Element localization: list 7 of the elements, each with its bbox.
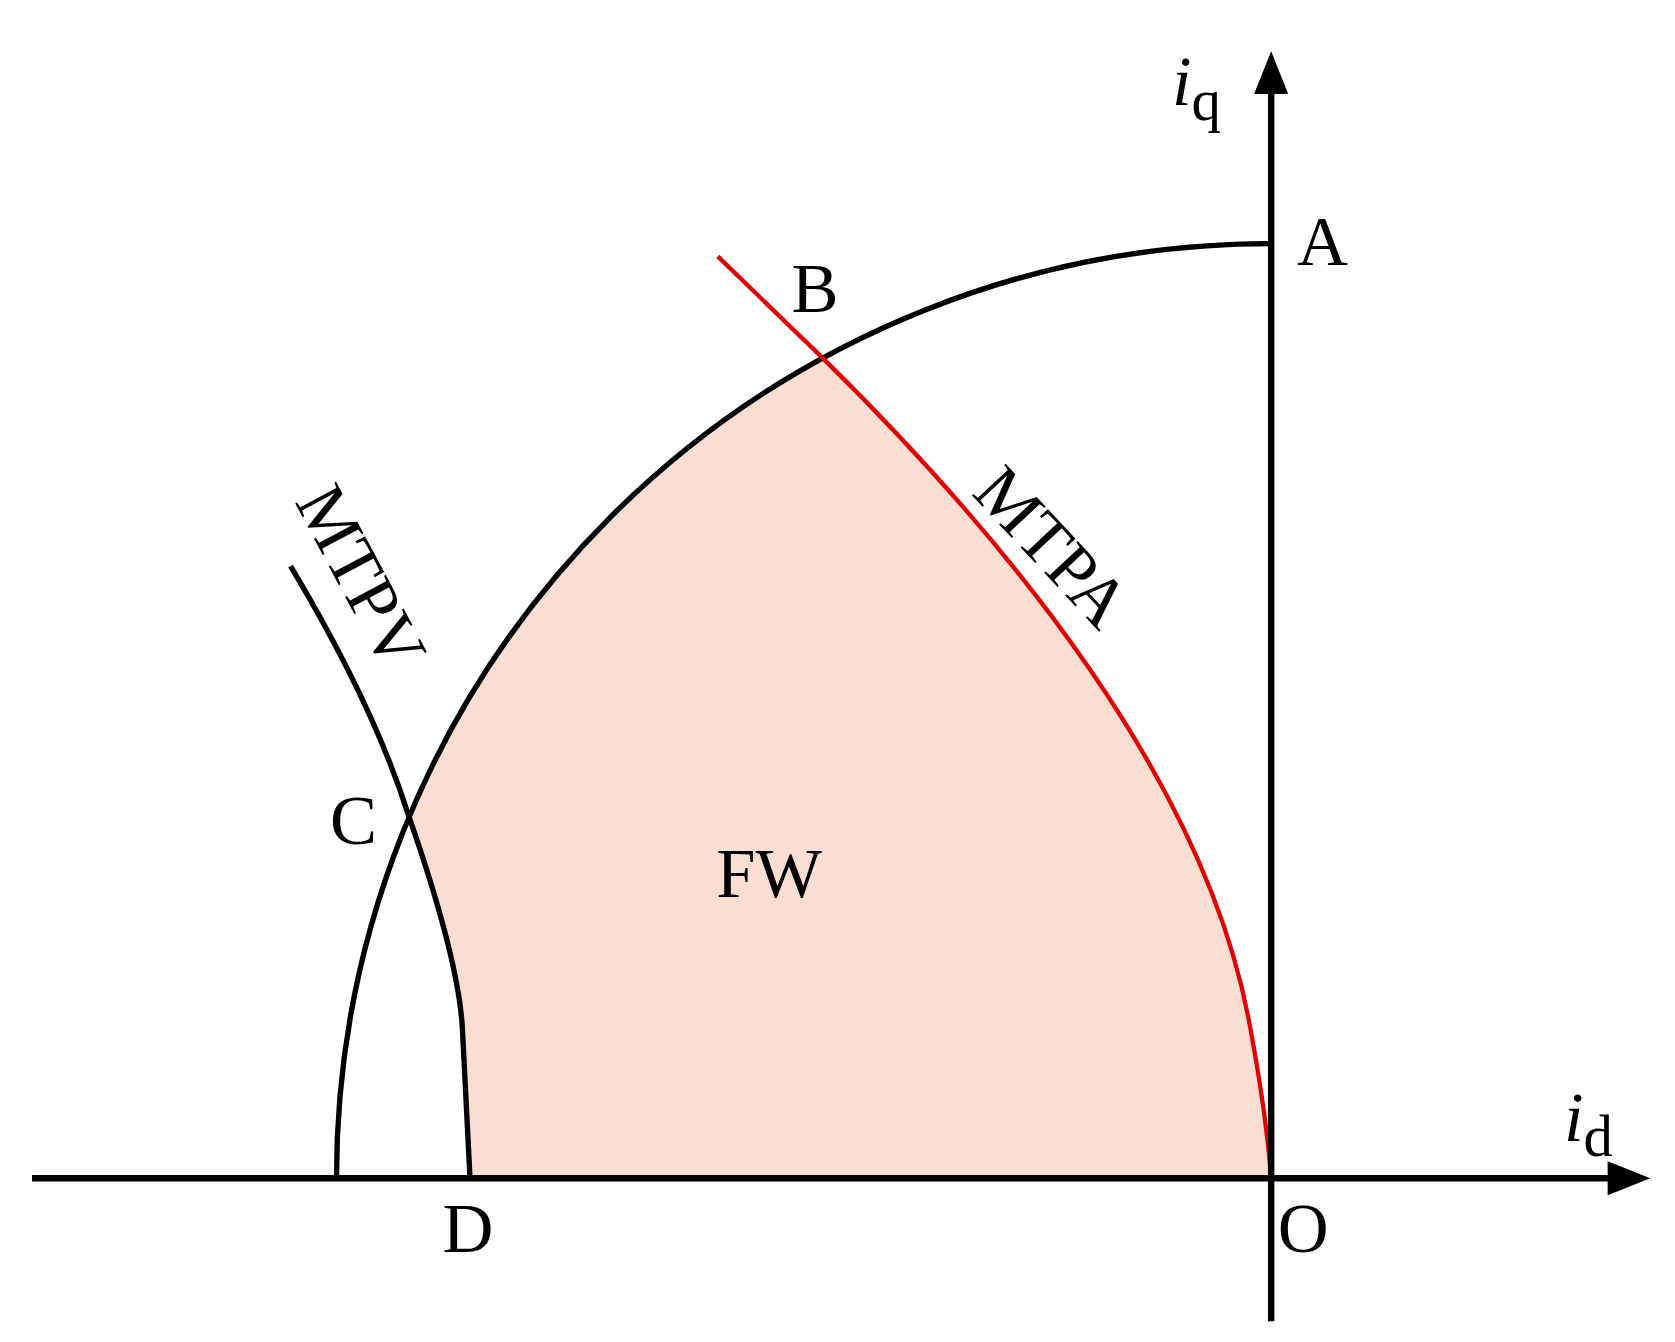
point-label: A (1296, 206, 1348, 277)
axis-label: i$_{d}$ (1563, 1082, 1613, 1166)
point-label: D (442, 1193, 494, 1264)
region-label: FW (716, 838, 822, 910)
point-label: O (1277, 1193, 1329, 1264)
point-label: B (791, 253, 839, 324)
point-label: C (330, 785, 378, 856)
